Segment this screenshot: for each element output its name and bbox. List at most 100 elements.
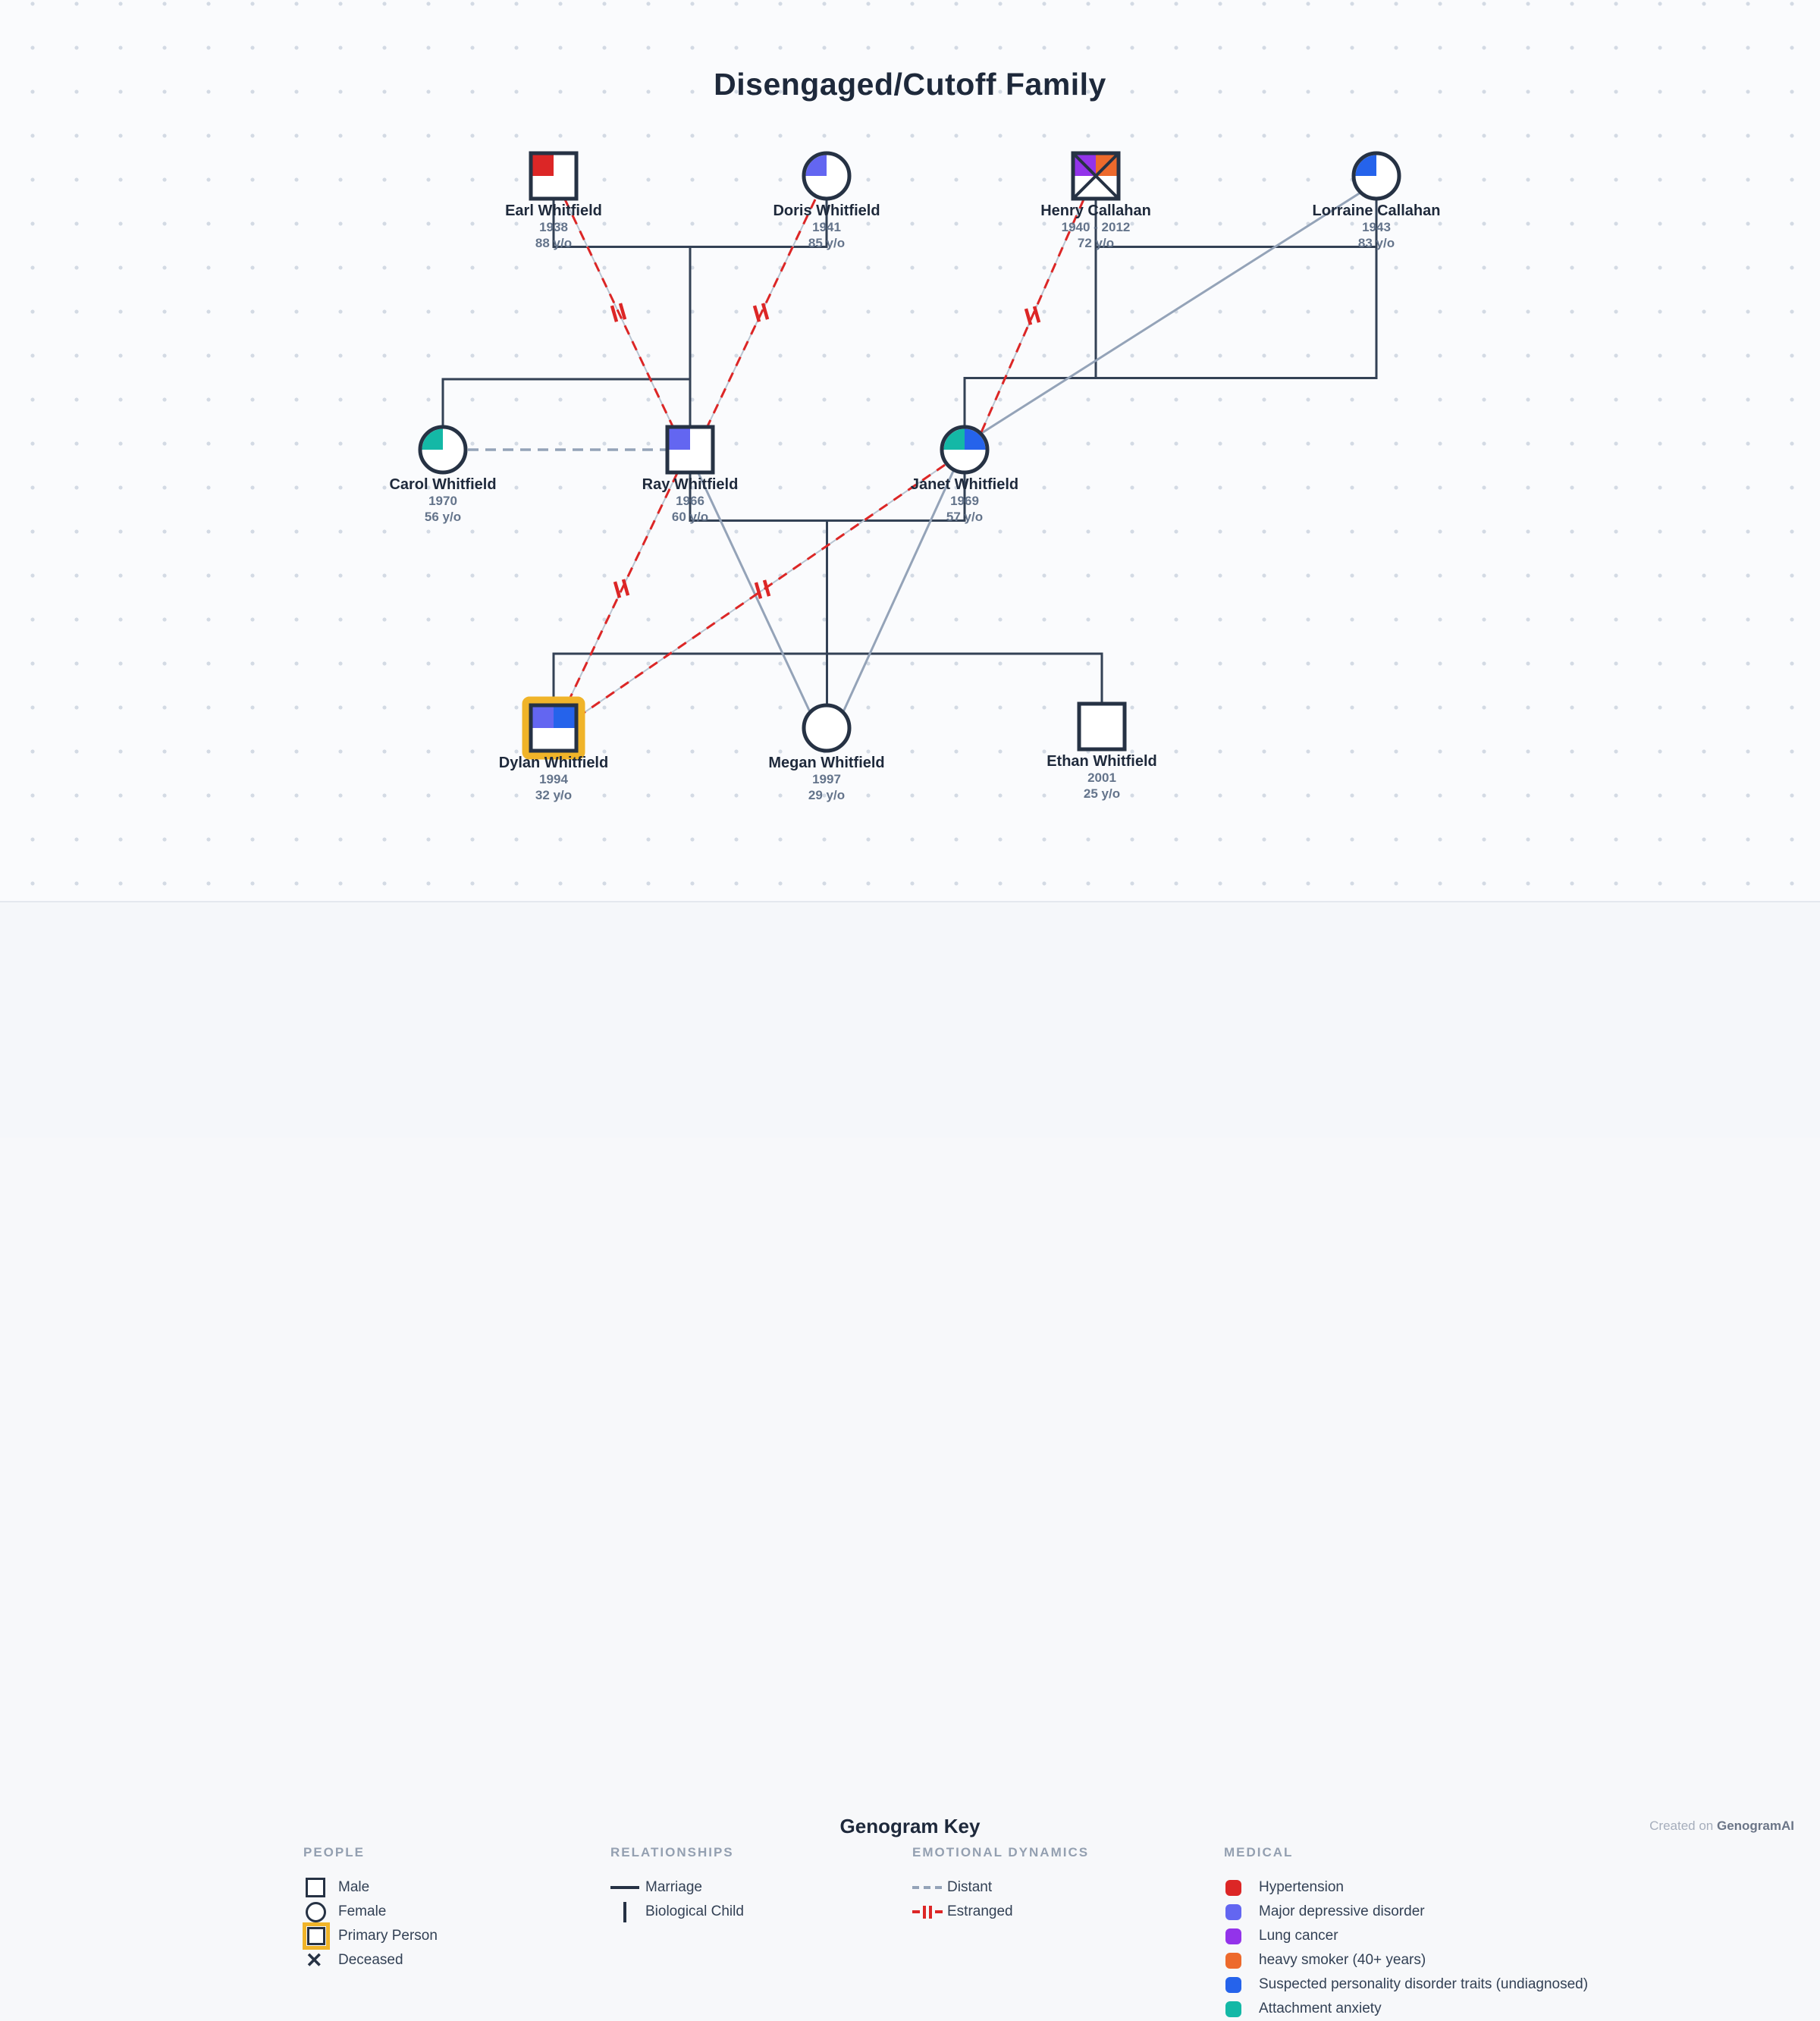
estranged-lines bbox=[563, 199, 1085, 716]
family-solid-lines bbox=[441, 199, 1378, 707]
female-icon bbox=[306, 1901, 326, 1922]
legend-label: Hypertension bbox=[1259, 1879, 1344, 1895]
medical-color-swatch bbox=[1225, 1976, 1241, 1993]
person-label: Lorraine Callahan 1943 83 y/o bbox=[1278, 203, 1475, 251]
person-shape bbox=[665, 425, 715, 475]
person-name: Doris Whitfield bbox=[773, 202, 880, 219]
legend-item: Male bbox=[303, 1875, 438, 1900]
legend-item: Hypertension bbox=[1224, 1875, 1588, 1900]
page-title: Disengaged/Cutoff Family bbox=[714, 67, 1106, 102]
person-label: Janet Whitfield 1969 57 y/o bbox=[866, 477, 1063, 525]
genogram-canvas: Disengaged/Cutoff Family bbox=[0, 0, 1820, 901]
legend-item: Distant bbox=[912, 1875, 1089, 1900]
legend-label: Distant bbox=[947, 1879, 993, 1895]
person-shape bbox=[1077, 701, 1127, 752]
person-label: Ethan Whitfield 2001 25 y/o bbox=[1003, 754, 1200, 802]
legend-item: Primary Person bbox=[303, 1922, 438, 1950]
person-age: 88 y/o bbox=[535, 236, 573, 250]
distant-line-icon bbox=[912, 1886, 943, 1889]
legend-label: Deceased bbox=[338, 1952, 403, 1968]
legend-label: Female bbox=[338, 1903, 387, 1919]
person-years: 1997 bbox=[812, 772, 841, 786]
person-shape bbox=[802, 151, 852, 201]
person-label: Earl Whitfield 1938 88 y/o bbox=[455, 203, 652, 251]
connector-lines-layer bbox=[441, 191, 1378, 716]
watermark: Created on GenogramAI bbox=[1649, 1819, 1794, 1834]
person-name: Lorraine Callahan bbox=[1312, 202, 1441, 219]
person-name: Carol Whitfield bbox=[389, 476, 497, 493]
legend-label: Suspected personality disorder traits (u… bbox=[1259, 1976, 1589, 1992]
legend-item: Suspected personality disorder traits (u… bbox=[1224, 1972, 1588, 1997]
person-age: 56 y/o bbox=[424, 510, 462, 524]
legend-label: Male bbox=[338, 1879, 370, 1895]
person-shape bbox=[1351, 151, 1401, 201]
cutoff-marks bbox=[610, 303, 1041, 599]
legend-item: Major depressive disorder bbox=[1224, 1900, 1588, 1924]
person-age: 25 y/o bbox=[1083, 786, 1121, 801]
person-age: 29 y/o bbox=[808, 788, 846, 802]
person-years: 1941 bbox=[812, 220, 841, 234]
legend-label: Major depressive disorder bbox=[1259, 1903, 1425, 1919]
person-age: 72 y/o bbox=[1077, 236, 1115, 250]
person-label: Carol Whitfield 1970 56 y/o bbox=[344, 477, 541, 525]
person-name: Earl Whitfield bbox=[505, 202, 602, 219]
person-name: Henry Callahan bbox=[1040, 202, 1151, 219]
person-name: Ethan Whitfield bbox=[1046, 753, 1157, 770]
estranged-line-icon bbox=[912, 1905, 943, 1919]
person-label: Doris Whitfield 1941 85 y/o bbox=[728, 203, 925, 251]
medical-color-swatch bbox=[1225, 2001, 1241, 2017]
marriage-line-icon bbox=[610, 1886, 639, 1889]
medical-color-swatch bbox=[1225, 1928, 1241, 1944]
person-shape bbox=[418, 425, 468, 475]
legend-header-people: PEOPLE bbox=[303, 1845, 365, 1859]
primary-person-icon bbox=[303, 1922, 330, 1950]
legend-item: ✕Deceased bbox=[303, 1948, 438, 1972]
person-shape bbox=[529, 151, 579, 201]
medical-color-swatch bbox=[1225, 1903, 1241, 1920]
legend-header-medical: MEDICAL bbox=[1224, 1845, 1294, 1859]
person-years: 1940 - 2012 bbox=[1061, 220, 1131, 234]
legend-label: Marriage bbox=[645, 1879, 702, 1895]
legend-header-relationships: RELATIONSHIPS bbox=[610, 1845, 734, 1859]
person-age: 83 y/o bbox=[1357, 236, 1395, 250]
legend-label: Estranged bbox=[947, 1903, 1013, 1919]
person-years: 1966 bbox=[676, 494, 704, 508]
person-name: Dylan Whitfield bbox=[498, 755, 609, 771]
legend-item: Estranged bbox=[912, 1900, 1089, 1924]
legend-label: Primary Person bbox=[338, 1928, 438, 1944]
legend-item: Attachment anxiety bbox=[1224, 1997, 1588, 2021]
biological-child-line-icon bbox=[623, 1901, 626, 1922]
person-label: Megan Whitfield 1997 29 y/o bbox=[728, 755, 925, 803]
person-label: Henry Callahan 1940 - 2012 72 y/o bbox=[997, 203, 1194, 251]
legend-label: Attachment anxiety bbox=[1259, 2001, 1382, 2016]
person-label: Dylan Whitfield 1994 32 y/o bbox=[455, 755, 652, 803]
person-years: 1994 bbox=[539, 772, 568, 786]
person-years: 2001 bbox=[1087, 770, 1116, 785]
person-shape bbox=[940, 425, 990, 475]
person-name: Ray Whitfield bbox=[642, 476, 739, 493]
legend-label: Lung cancer bbox=[1259, 1928, 1338, 1944]
person-name: Megan Whitfield bbox=[768, 755, 885, 771]
medical-color-swatch bbox=[1225, 1952, 1241, 1969]
watermark-prefix: Created on bbox=[1649, 1819, 1717, 1833]
watermark-brand: GenogramAI bbox=[1716, 1819, 1794, 1833]
distant-solid-lines bbox=[697, 191, 1361, 716]
legend-item: Biological Child bbox=[610, 1900, 744, 1924]
primary-person-ring bbox=[522, 696, 585, 760]
medical-color-swatch bbox=[1225, 1879, 1241, 1896]
person-age: 85 y/o bbox=[808, 236, 846, 250]
person-years: 1970 bbox=[428, 494, 457, 508]
legend-item: heavy smoker (40+ years) bbox=[1224, 1948, 1588, 1972]
male-icon bbox=[306, 1878, 325, 1897]
legend-item: Lung cancer bbox=[1224, 1924, 1588, 1948]
person-name: Janet Whitfield bbox=[910, 476, 1019, 493]
person-years: 1969 bbox=[950, 494, 979, 508]
person-shape bbox=[522, 696, 585, 760]
legend-label: heavy smoker (40+ years) bbox=[1259, 1952, 1426, 1968]
key-title: Genogram Key bbox=[839, 1815, 981, 1837]
person-years: 1943 bbox=[1362, 220, 1391, 234]
person-age: 60 y/o bbox=[671, 510, 709, 524]
person-shape bbox=[1071, 151, 1121, 201]
